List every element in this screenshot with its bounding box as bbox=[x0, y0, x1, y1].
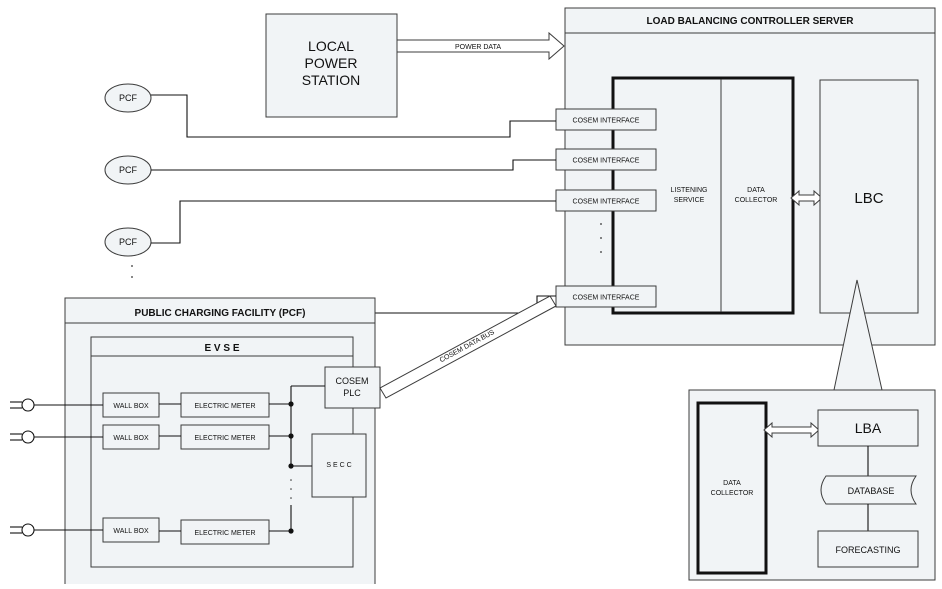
electric-meter-2-label: ELECTRIC METER bbox=[194, 435, 255, 442]
cosem-interface-3: COSEM INTERFACE bbox=[555, 189, 657, 212]
cosem-interface-1: COSEM INTERFACE bbox=[555, 108, 657, 131]
lba-data-collector-line2: COLLECTOR bbox=[711, 490, 754, 497]
cosem-interface-1-label: COSEM INTERFACE bbox=[573, 118, 640, 125]
lbc-server: LOAD BALANCING CONTROLLER SERVER LISTENI… bbox=[555, 7, 936, 346]
database-label: DATABASE bbox=[848, 486, 895, 496]
pcf-node-2-label: PCF bbox=[119, 165, 138, 175]
cosem-plc-line2: PLC bbox=[343, 388, 361, 398]
pcf-node-3-label: PCF bbox=[119, 237, 138, 247]
cosem-interface-3-label: COSEM INTERFACE bbox=[573, 199, 640, 206]
wall-box-2: WALL BOX bbox=[102, 424, 160, 450]
lba-data-collector bbox=[696, 401, 768, 575]
secc-label: S E C C bbox=[326, 462, 351, 469]
cosem-plc-line1: COSEM bbox=[335, 376, 368, 386]
data-collector-line1: DATA bbox=[747, 187, 765, 194]
electric-meter-1-label: ELECTRIC METER bbox=[194, 403, 255, 410]
pcf-node-3: PCF bbox=[104, 227, 152, 257]
wall-box-1-label: WALL BOX bbox=[113, 403, 149, 410]
plug-icon bbox=[10, 430, 103, 444]
lba-panel: DATA COLLECTOR LBA DATABASE FORECASTING bbox=[688, 279, 936, 581]
listening-service-line1: LISTENING bbox=[671, 187, 708, 194]
public-charging-facility: PUBLIC CHARGING FACILITY (PCF) E V S E W… bbox=[10, 297, 381, 589]
lbc-label: LBC bbox=[854, 190, 883, 207]
cosem-interface-4-label: COSEM INTERFACE bbox=[573, 295, 640, 302]
evse-wiring bbox=[159, 385, 325, 534]
plug-icon bbox=[10, 523, 103, 537]
data-collector-line2: COLLECTOR bbox=[735, 197, 778, 204]
plug-icon bbox=[10, 398, 103, 412]
lps-line1: LOCAL bbox=[308, 38, 354, 54]
cosem-interface-2: COSEM INTERFACE bbox=[555, 148, 657, 171]
lba-label: LBA bbox=[855, 420, 882, 436]
local-power-station: LOCAL POWER STATION bbox=[265, 13, 398, 118]
wall-box-3-label: WALL BOX bbox=[113, 528, 149, 535]
forecasting-box: FORECASTING bbox=[817, 530, 919, 568]
wall-box-2-label: WALL BOX bbox=[113, 435, 149, 442]
lps-line2: POWER bbox=[305, 55, 358, 71]
lba-data-collector-line1: DATA bbox=[723, 480, 741, 487]
pcf-facility-title: PUBLIC CHARGING FACILITY (PCF) bbox=[135, 308, 306, 319]
cosem-data-bus-label: COSEM DATA BUS bbox=[439, 329, 496, 364]
ellipsis-dots bbox=[600, 223, 602, 253]
pcf-node-2: PCF bbox=[104, 155, 152, 185]
wall-box-1: WALL BOX bbox=[102, 392, 160, 418]
electric-meter-1: ELECTRIC METER bbox=[180, 392, 270, 418]
lba-box: LBA bbox=[817, 409, 919, 447]
lbc-box bbox=[819, 79, 919, 314]
listening-service-line2: SERVICE bbox=[674, 197, 705, 204]
lps-line3: STATION bbox=[302, 72, 361, 88]
evse-title: E V S E bbox=[204, 343, 239, 354]
power-data-arrow: POWER DATA bbox=[396, 31, 565, 61]
wall-box-3: WALL BOX bbox=[102, 517, 160, 543]
electric-meter-3-label: ELECTRIC METER bbox=[194, 530, 255, 537]
pcf1-connection bbox=[151, 94, 556, 138]
secc: S E C C bbox=[311, 433, 367, 498]
database-shape: DATABASE bbox=[820, 475, 917, 505]
pcf-node-dots bbox=[131, 265, 133, 278]
pcf-node-1-label: PCF bbox=[119, 93, 138, 103]
electric-meter-3: ELECTRIC METER bbox=[180, 519, 270, 545]
cosem-interface-2-label: COSEM INTERFACE bbox=[573, 158, 640, 165]
pcf3-connection bbox=[151, 200, 556, 244]
cosem-plc: COSEM PLC bbox=[324, 366, 381, 409]
pcf-node-1: PCF bbox=[104, 83, 152, 113]
cosem-data-bus: COSEM DATA BUS bbox=[379, 295, 557, 399]
pcf2-connection bbox=[151, 159, 556, 171]
power-data-label: POWER DATA bbox=[455, 44, 501, 51]
forecasting-label: FORECASTING bbox=[835, 545, 900, 555]
lbc-server-title: LOAD BALANCING CONTROLLER SERVER bbox=[646, 16, 854, 27]
electric-meter-2: ELECTRIC METER bbox=[180, 424, 270, 450]
cosem-interface-4: COSEM INTERFACE bbox=[555, 285, 657, 308]
